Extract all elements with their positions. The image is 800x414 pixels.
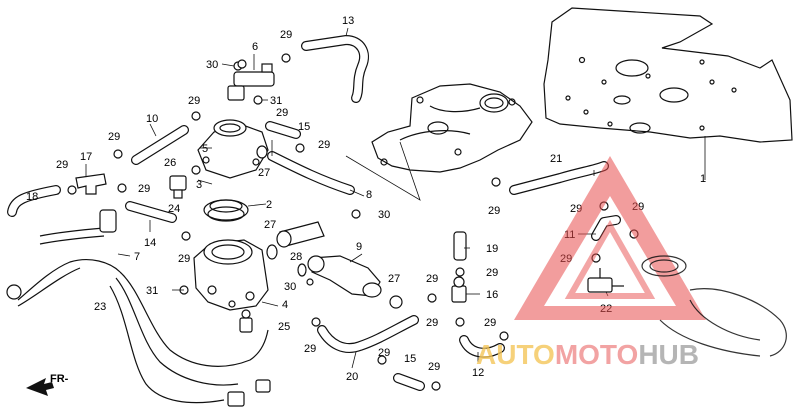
callout-29: 29 xyxy=(426,273,438,285)
bolt-30a xyxy=(237,59,247,69)
callout-9: 9 xyxy=(356,241,362,253)
fitting-11 xyxy=(591,215,621,241)
watermark-hub: HUB xyxy=(638,339,699,370)
washer-27b xyxy=(266,244,278,260)
callout-3: 3 xyxy=(196,179,202,191)
callout-28: 28 xyxy=(290,251,302,263)
callout-31: 31 xyxy=(270,95,282,107)
intake-manifold xyxy=(371,83,533,173)
callout-25: 25 xyxy=(278,321,290,333)
thermostat-cover-5 xyxy=(197,119,269,179)
heat-shield-plate xyxy=(543,7,793,180)
wire-harness-23 xyxy=(6,209,271,407)
callout-29: 29 xyxy=(276,107,288,119)
pipe-19 xyxy=(453,231,467,261)
fitting-16 xyxy=(451,276,467,303)
hose-10 xyxy=(131,125,189,165)
callout-29: 29 xyxy=(484,317,496,329)
callout-29: 29 xyxy=(108,131,120,143)
callout-13: 13 xyxy=(342,15,354,27)
pipe-3 xyxy=(276,221,325,248)
callout-29: 29 xyxy=(378,347,390,359)
hose-18 xyxy=(7,185,61,217)
callout-29: 29 xyxy=(56,159,68,171)
sensor-25 xyxy=(239,309,253,333)
callout-4: 4 xyxy=(282,299,288,311)
hose-15a xyxy=(265,121,301,139)
callout-29: 29 xyxy=(318,139,330,151)
leader-lines xyxy=(85,27,609,369)
front-direction-label: FR- xyxy=(50,373,69,385)
hose-21 xyxy=(509,161,609,195)
water-outlet-4 xyxy=(193,239,269,311)
front-direction-indicator: FR- xyxy=(26,373,69,396)
callout-29: 29 xyxy=(428,361,440,373)
hose-8 xyxy=(267,151,355,195)
bolt-31a xyxy=(253,95,263,105)
water-pipe-9 xyxy=(307,255,382,298)
callout-10: 10 xyxy=(146,113,158,125)
callout-6: 6 xyxy=(252,41,258,53)
washer-28 xyxy=(297,263,307,277)
hose-20 xyxy=(317,315,419,353)
callout-2: 2 xyxy=(266,199,272,211)
callout-31: 31 xyxy=(146,285,158,297)
sensor-24 xyxy=(169,175,187,199)
callout-20: 20 xyxy=(346,371,358,383)
washer-27c xyxy=(389,295,403,309)
thermostat-2 xyxy=(203,199,249,222)
callout-5: 5 xyxy=(202,143,208,155)
washer-27a xyxy=(256,145,268,159)
callout-29: 29 xyxy=(138,183,150,195)
callout-21: 21 xyxy=(550,153,562,165)
watermark-moto: MOTO xyxy=(555,339,638,370)
callout-14: 14 xyxy=(144,237,156,249)
front-arrow-icon xyxy=(26,378,54,396)
callout-8: 8 xyxy=(366,189,372,201)
callout-18: 18 xyxy=(26,191,38,203)
hose-12 xyxy=(459,335,505,358)
callout-30: 30 xyxy=(378,209,390,221)
bolt-30b xyxy=(351,209,361,219)
t-joint-17 xyxy=(75,173,107,195)
callout-7: 7 xyxy=(134,251,140,263)
callout-12: 12 xyxy=(472,367,484,379)
callout-17: 17 xyxy=(80,151,92,163)
air-chamber-outline xyxy=(641,255,787,357)
callout-15: 15 xyxy=(298,121,310,133)
callout-29: 29 xyxy=(280,29,292,41)
callout-26: 26 xyxy=(164,157,176,169)
fitting-22 xyxy=(587,268,624,293)
callout-15: 15 xyxy=(404,353,416,365)
bolt-30c xyxy=(306,278,314,286)
watermark: AUTOMOTOHUB xyxy=(476,156,706,370)
callout-27: 27 xyxy=(388,273,400,285)
callout-27: 27 xyxy=(258,167,270,179)
callout-29: 29 xyxy=(304,343,316,355)
watermark-text: AUTOMOTOHUB xyxy=(476,339,699,370)
callout-24: 24 xyxy=(168,203,180,215)
callout-29: 29 xyxy=(426,317,438,329)
callout-19: 19 xyxy=(486,243,498,255)
washer-26 xyxy=(191,165,201,175)
hose-14 xyxy=(125,201,177,223)
callout-29: 29 xyxy=(178,253,190,265)
watermark-inner-triangle-icon xyxy=(564,219,656,299)
callout-23: 23 xyxy=(94,301,106,313)
watermark-triangle-icon xyxy=(514,156,706,320)
hose-13 xyxy=(301,35,369,103)
callout-30: 30 xyxy=(284,281,296,293)
callout-16: 16 xyxy=(486,289,498,301)
callout-27: 27 xyxy=(264,219,276,231)
callout-29: 29 xyxy=(488,205,500,217)
sensor-6 xyxy=(227,61,275,101)
callout-29: 29 xyxy=(486,267,498,279)
watermark-auto: AUTO xyxy=(476,339,555,370)
callout-29: 29 xyxy=(188,95,200,107)
callout-30: 30 xyxy=(206,59,218,71)
callout-1: 1 xyxy=(700,173,706,185)
hose-15b xyxy=(393,373,425,391)
